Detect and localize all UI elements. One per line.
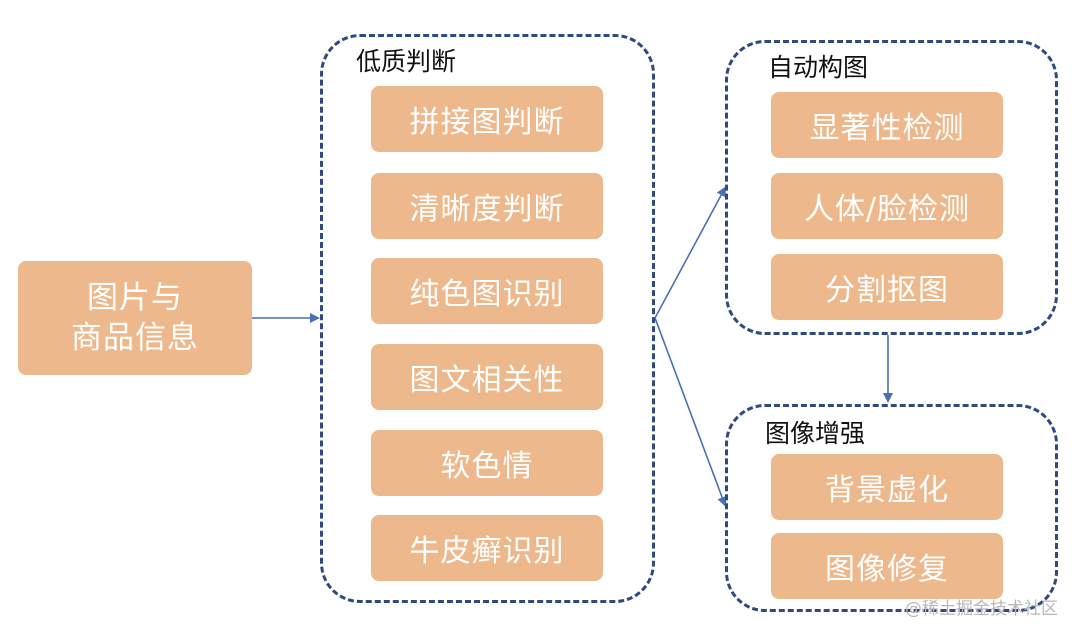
node-stitch-detect: 拼接图判断 [371,86,603,152]
group-low-quality [320,34,655,603]
source-node: 图片与 商品信息 [18,261,252,375]
node-soft-porn: 软色情 [371,430,603,496]
node-background-blur: 背景虚化 [771,454,1003,520]
watermark-text: @稀土掘金技术社区 [905,599,1058,619]
node-sharpness-detect: 清晰度判断 [371,173,603,239]
node-body-face-detect: 人体/脸检测 [771,173,1003,239]
arrow-low-quality-to-image-enhance [654,317,727,507]
node-spam-ad-detect: 牛皮癣识别 [371,515,603,581]
node-segmentation-matting: 分割抠图 [771,254,1003,320]
group-auto-composition [725,40,1058,335]
group-image-enhance-title: 图像增强 [765,419,866,448]
node-image-repair: 图像修复 [771,533,1003,599]
arrow-low-quality-to-auto-composition [654,186,726,319]
group-auto-composition-title: 自动构图 [768,53,869,82]
node-solid-color-detect: 纯色图识别 [371,258,603,324]
node-text-image-relevance: 图文相关性 [371,344,603,410]
source-node-line2: 商品信息 [71,320,199,356]
group-low-quality-title: 低质判断 [356,47,457,76]
node-saliency-detect: 显著性检测 [771,92,1003,158]
source-node-line1: 图片与 [87,280,183,316]
group-image-enhance [725,404,1058,612]
